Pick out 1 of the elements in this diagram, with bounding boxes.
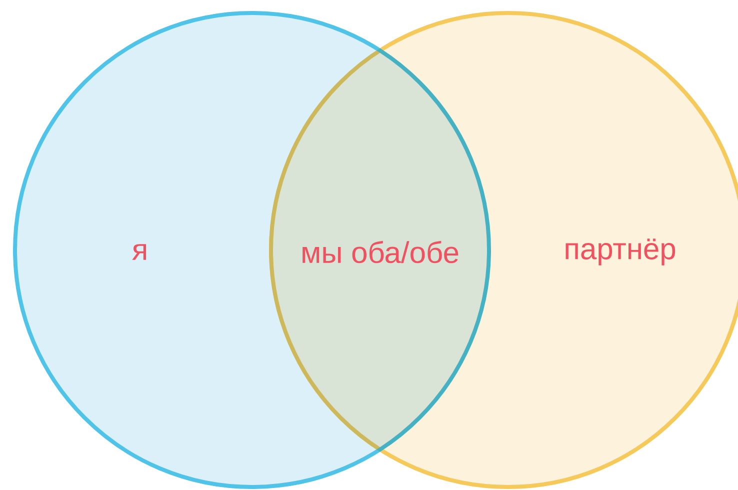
venn-overlap: мы оба/обе [269, 11, 491, 489]
